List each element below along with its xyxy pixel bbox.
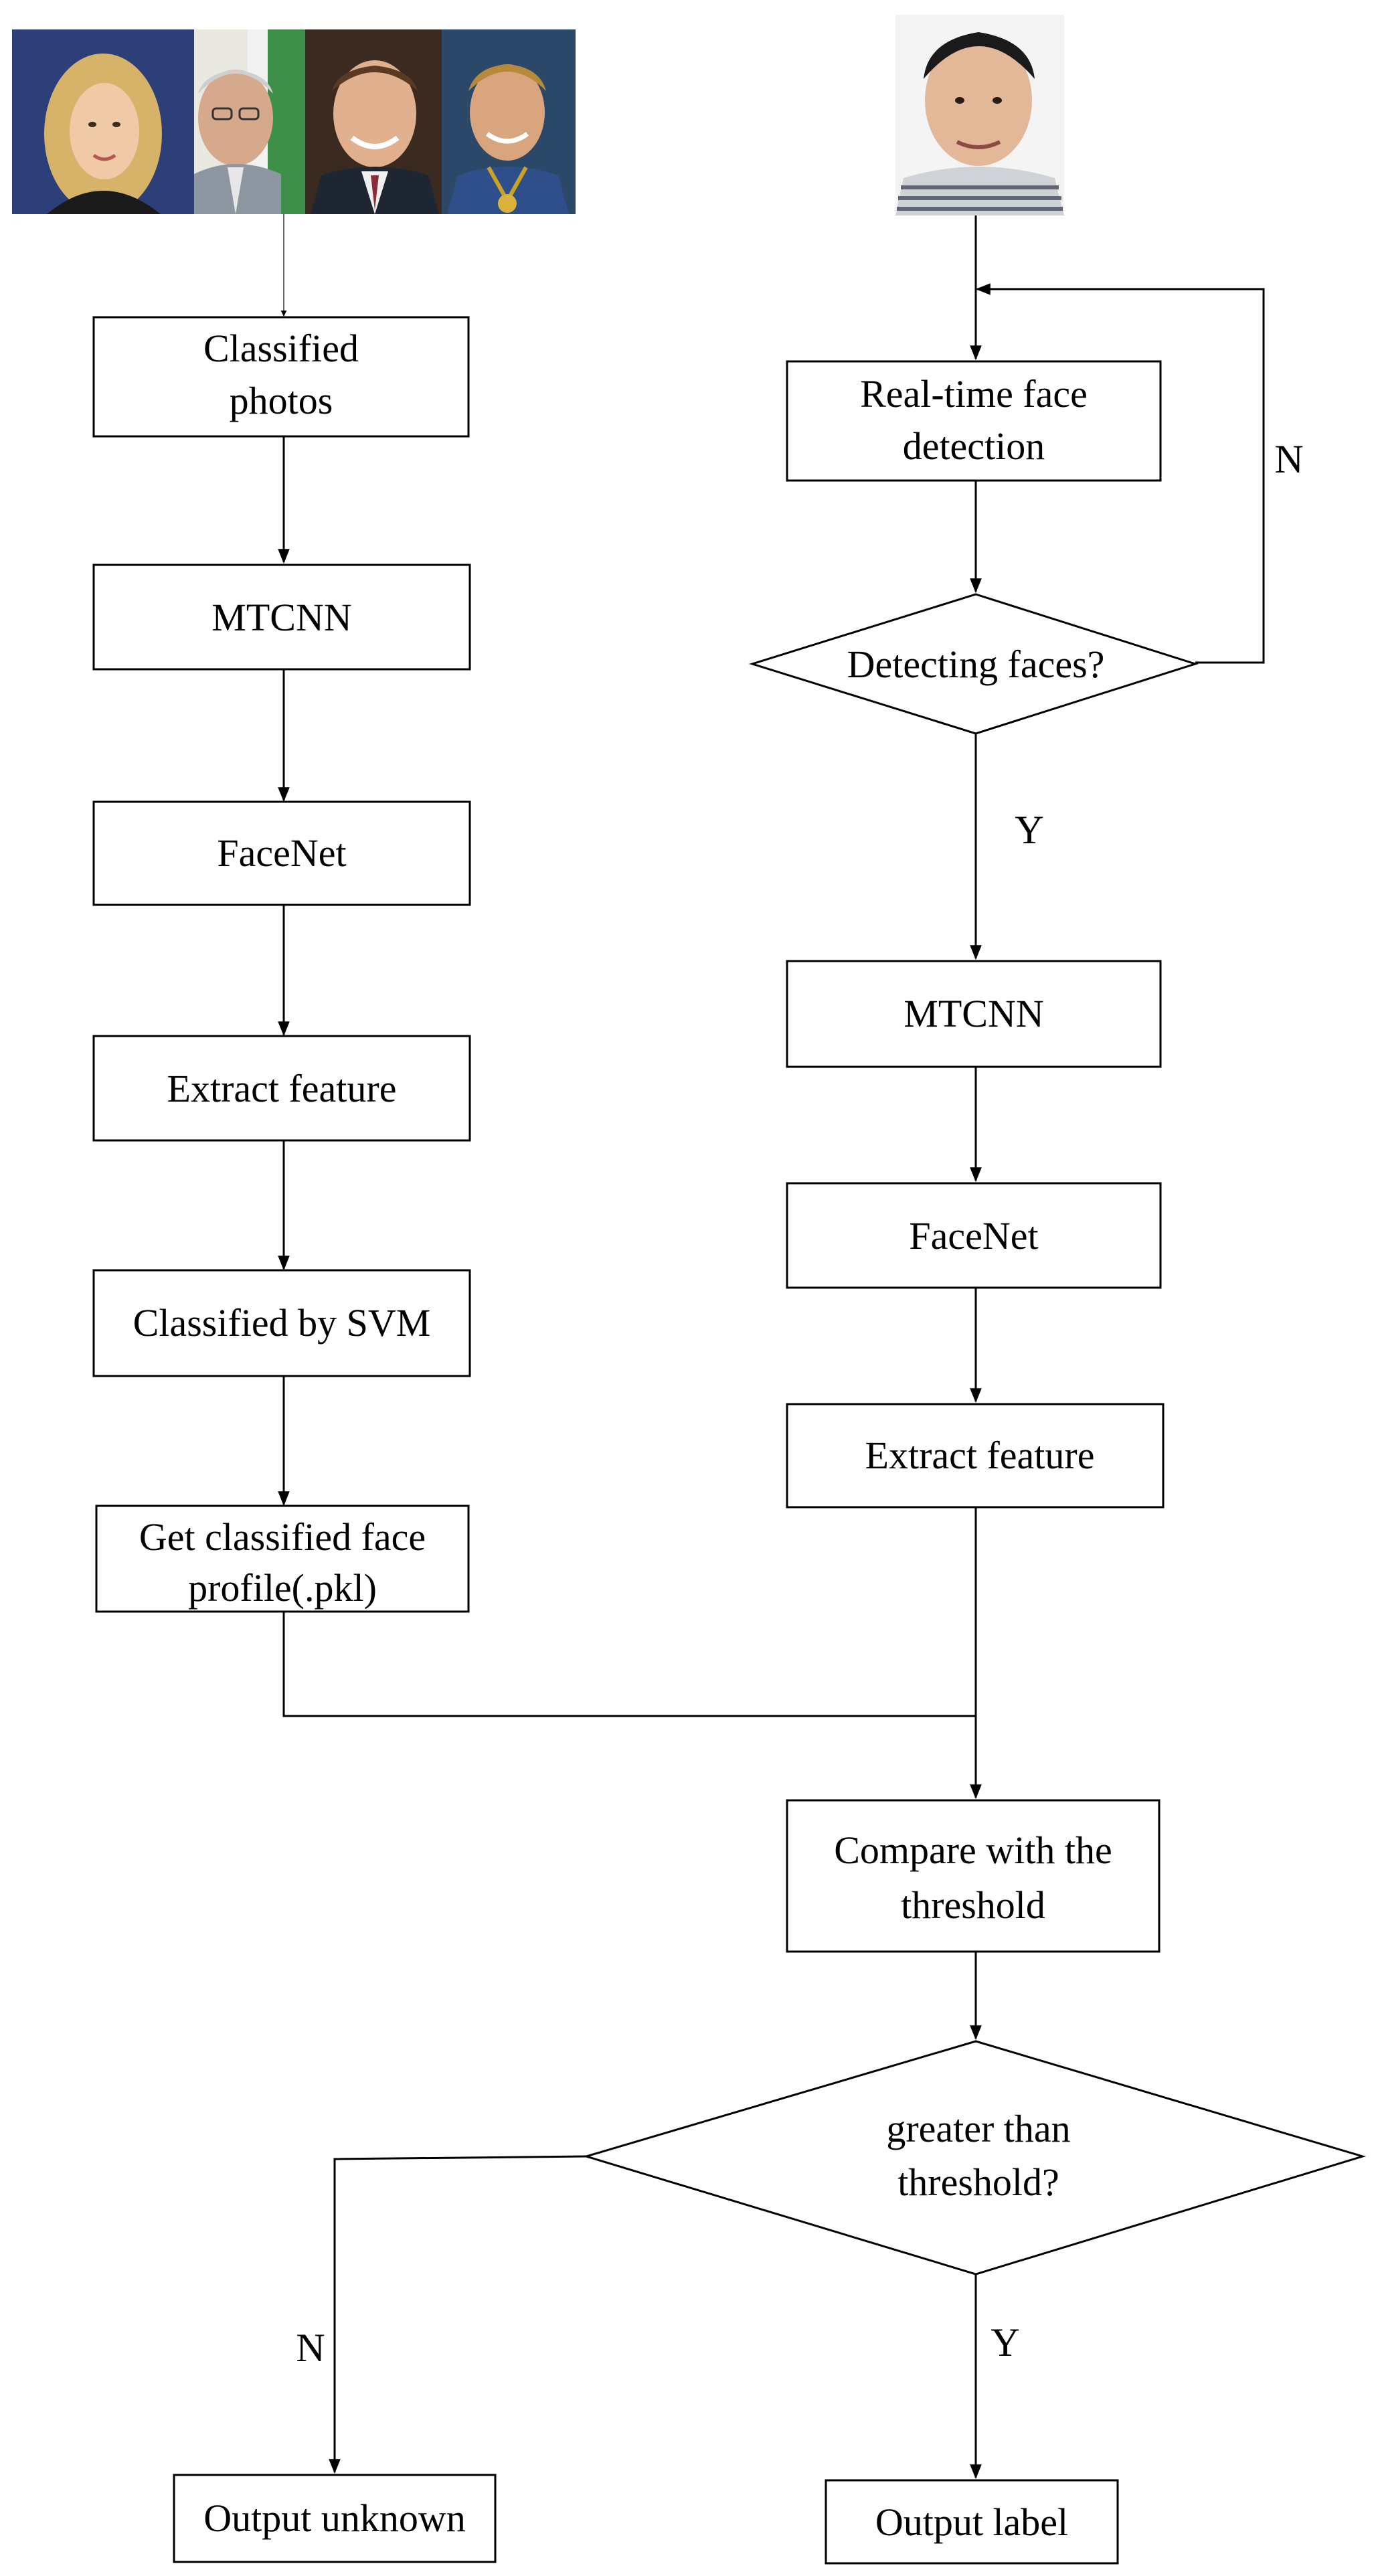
node-output-unknown-label: Output unknown [203,2496,466,2540]
node-profile: Get classified face profile(.pkl) [95,1505,470,1613]
dataset-face-1 [12,29,194,214]
node-compare: Compare with the threshold [786,1799,1160,1953]
node-facenet-left: FaceNet [92,800,471,906]
node-realtime-line-2: detection [903,424,1045,468]
node-classified-photos-line-1: Classified [203,327,359,370]
edge-label-detect-yes: Y [1015,808,1043,852]
user-photo [895,15,1064,216]
node-detecting-label: Detecting faces? [847,642,1105,686]
node-mtcnn-left-label: MTCNN [211,596,351,639]
edge-label-greater-no: N [296,2326,325,2370]
node-greater-line-1: greater than [886,2107,1070,2150]
dataset-face-3 [305,29,442,214]
node-compare-line-1: Compare with the [834,1828,1112,1872]
edge-greater-no [329,2155,587,2474]
node-greater-line-2: threshold? [897,2160,1059,2204]
node-output-label: Output label [825,2479,1119,2565]
edge-detecting-no-loop [975,283,1265,664]
node-extract-right: Extract feature [786,1403,1165,1509]
node-profile-line-1: Get classified face [139,1515,426,1559]
node-detecting-faces: Detecting faces? [748,593,1199,735]
node-mtcnn-right: MTCNN [786,960,1162,1068]
node-mtcnn-left: MTCNN [92,564,471,671]
node-facenet-right: FaceNet [786,1182,1162,1289]
node-facenet-left-label: FaceNet [217,831,346,875]
node-output-unknown: Output unknown [173,2474,497,2563]
node-mtcnn-right-label: MTCNN [904,992,1043,1035]
node-facenet-right-label: FaceNet [909,1214,1038,1258]
node-svm: Classified by SVM [92,1269,471,1377]
edge-label-greater-yes: Y [991,2320,1019,2365]
node-realtime-line-1: Real-time face [860,372,1088,416]
node-realtime-detection: Real-time face detection [786,360,1162,482]
node-greater-than-threshold: greater than threshold? [582,2040,1367,2276]
node-classified-photos-line-2: photos [230,379,333,422]
edge-label-detect-no: N [1274,437,1303,481]
node-extract-right-label: Extract feature [865,1434,1095,1477]
node-profile-line-2: profile(.pkl) [188,1566,377,1610]
dataset-faces-strip [12,29,576,214]
node-classified-photos: Classified photos [92,316,470,438]
dataset-face-2 [194,29,305,214]
node-svm-label: Classified by SVM [133,1301,431,1345]
edge-profile-to-merge [282,1612,976,1717]
node-compare-line-2: threshold [901,1883,1045,1927]
node-extract-left-label: Extract feature [167,1067,397,1110]
node-output-label-label: Output label [875,2500,1068,2544]
dataset-face-4 [442,29,576,214]
node-extract-left: Extract feature [92,1035,471,1142]
